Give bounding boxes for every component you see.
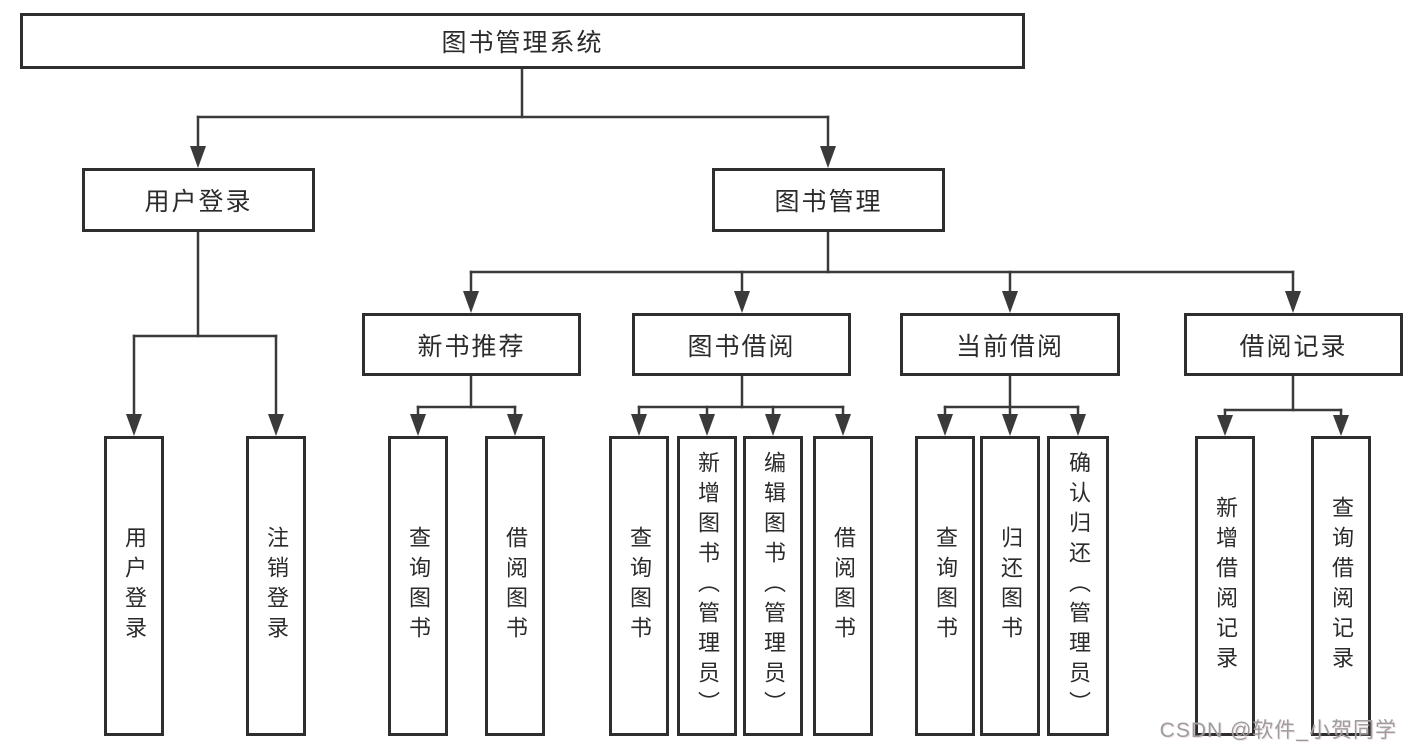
node-new-book-recommend: 新书推荐 [362,313,581,376]
node-borrow-records: 借阅记录 [1184,313,1403,376]
leaf-current-return-books-label: 归还图书 [998,526,1023,646]
csdn-watermark: CSDN @软件_小贺同学 [1159,719,1397,742]
leaf-records-query-record: 查询借阅记录 [1311,436,1371,736]
leaf-recommend-borrow-books: 借阅图书 [485,436,545,736]
leaf-current-query-books: 查询图书 [915,436,975,736]
node-book-management-label: 图书管理 [774,188,883,216]
leaf-current-return-books: 归还图书 [980,436,1040,736]
leaf-borrow-edit-books-label: 编辑图书（管理员） [761,451,786,721]
leaf-records-add-record-label: 新增借阅记录 [1213,496,1238,676]
node-root-label: 图书管理系统 [441,29,604,57]
leaf-user-login-label: 用户登录 [122,526,147,646]
node-book-borrow: 图书借阅 [632,313,851,376]
leaf-logout: 注销登录 [246,436,306,736]
leaf-borrow-add-books-label: 新增图书（管理员） [695,451,720,721]
node-book-borrow-label: 图书借阅 [687,332,796,361]
leaf-borrow-query-books: 查询图书 [609,436,669,736]
leaf-current-confirm-return: 确认归还（管理员） [1047,436,1109,736]
leaf-borrow-borrow-books-label: 借阅图书 [831,526,856,646]
leaf-recommend-query-books: 查询图书 [388,436,448,736]
leaf-logout-label: 注销登录 [264,526,289,646]
leaf-borrow-add-books: 新增图书（管理员） [677,436,737,736]
node-root: 图书管理系统 [20,13,1025,69]
leaf-recommend-query-books-label: 查询图书 [406,526,431,646]
node-user-login-label: 用户登录 [144,188,253,216]
node-user-login: 用户登录 [82,168,315,232]
leaf-current-confirm-return-label: 确认归还（管理员） [1066,451,1091,721]
leaf-user-login: 用户登录 [104,436,164,736]
leaf-records-add-record: 新增借阅记录 [1195,436,1255,736]
leaf-borrow-edit-books: 编辑图书（管理员） [743,436,803,736]
leaf-records-query-record-label: 查询借阅记录 [1329,496,1354,676]
leaf-current-query-books-label: 查询图书 [933,526,958,646]
node-book-management: 图书管理 [712,168,945,232]
node-new-book-recommend-label: 新书推荐 [417,332,526,361]
node-current-borrow: 当前借阅 [900,313,1120,376]
leaf-recommend-borrow-books-label: 借阅图书 [503,526,528,646]
leaf-borrow-borrow-books: 借阅图书 [813,436,873,736]
node-borrow-records-label: 借阅记录 [1239,332,1348,361]
leaf-borrow-query-books-label: 查询图书 [627,526,652,646]
node-current-borrow-label: 当前借阅 [955,332,1064,361]
